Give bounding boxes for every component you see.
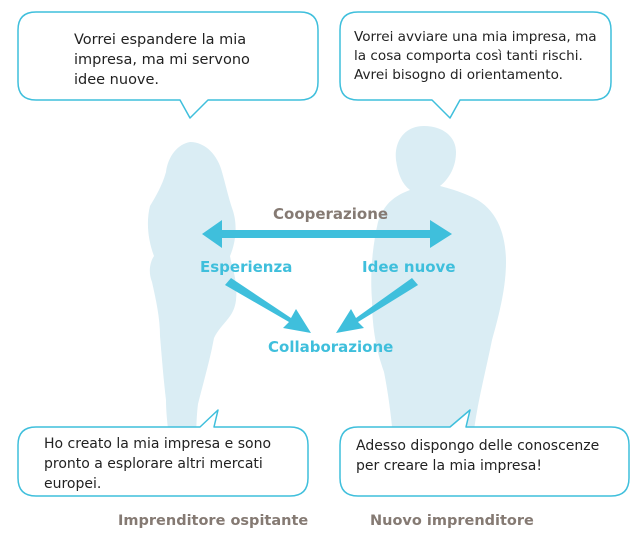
new-entrepreneur-caption: Nuovo imprenditore [370,513,534,529]
cooperation-double-arrow [202,220,452,248]
collaboration-label: Collaborazione [268,338,394,356]
bubble-top-right-text: Vorrei avviare una mia impresa, ma la co… [354,29,597,83]
cooperation-label: Cooperazione [273,205,389,223]
man-silhouette [371,126,506,490]
experience-label: Esperienza [200,258,293,276]
bubble-bottom-right-shape [339,409,630,497]
bubble-top-left-text: Vorrei espandere la mia impresa, ma mi s… [74,32,250,88]
bubble-bottom-right-text: Adesso dispongo delle conoscenze per cre… [356,438,600,474]
experience-arrow [225,278,311,333]
host-entrepreneur-caption: Imprenditore ospitante [118,513,309,529]
bubble-bottom-left-shape [17,409,309,497]
new-ideas-arrow [336,278,418,333]
bubble-top-right-shape [339,11,612,119]
new-ideas-label: Idee nuove [362,258,456,276]
bubble-bottom-left-text: Ho creato la mia impresa e sono pronto a… [44,436,272,492]
woman-silhouette [147,142,237,470]
bubble-top-left-shape [17,11,319,119]
